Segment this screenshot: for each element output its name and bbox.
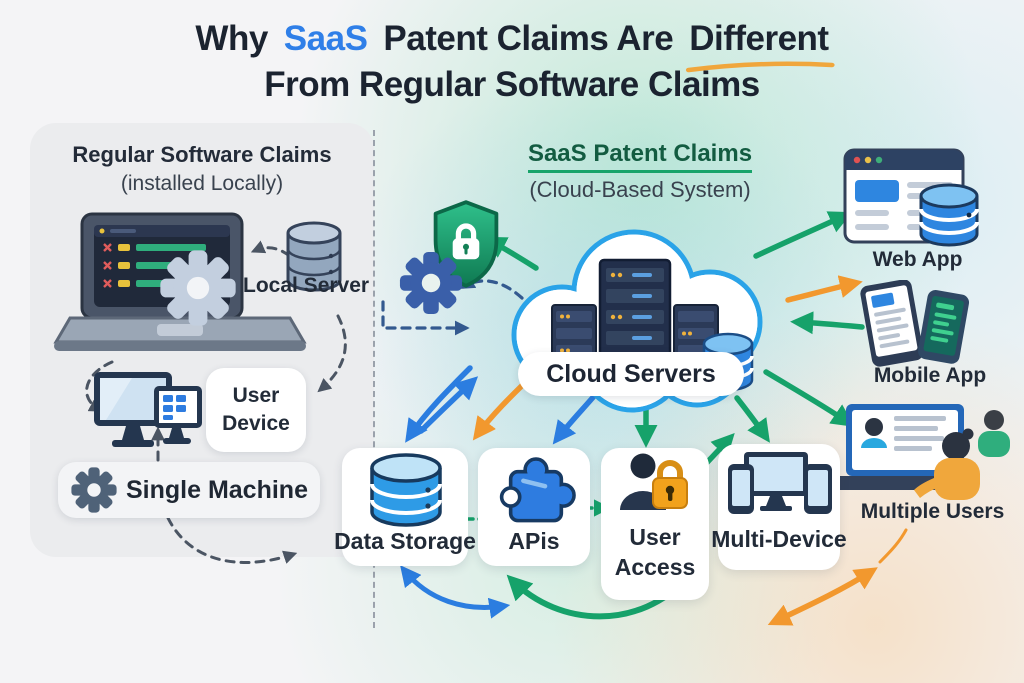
mobile-phones-icon <box>860 280 970 367</box>
section-divider <box>373 130 375 628</box>
right-section-heading-wrap: SaaS Patent Claims <box>470 140 810 173</box>
user-green-avatar <box>978 410 1010 457</box>
title-line2: From Regular Software Claims <box>264 65 760 104</box>
data-storage-label: Data Storage <box>334 528 476 554</box>
user-access-label: User Access <box>614 524 696 580</box>
api-puzzle-icon <box>499 457 576 523</box>
settings-gear-icon <box>399 251 463 315</box>
page-title: Why SaaS Patent Claims Are Different From R… <box>0 16 1024 108</box>
single-machine-gear-icon <box>71 467 117 513</box>
user-device-pill: User Device <box>206 368 306 452</box>
left-section-subheading: (installed Locally) <box>120 172 284 195</box>
mobile-app-label: Mobile App <box>873 364 987 387</box>
user-device-monitors-icon <box>94 372 202 447</box>
cloud-servers-label: Cloud Servers <box>546 359 716 388</box>
right-section-subheading: (Cloud-Based System) <box>529 177 751 202</box>
multi-device-icon <box>728 452 832 514</box>
web-app-browser-icon <box>843 148 979 247</box>
title-middle: Patent Claims Are <box>383 19 674 58</box>
orange-underline-swoosh <box>686 61 835 73</box>
user-device-label: User Device <box>222 384 290 435</box>
web-app-database-icon <box>919 183 979 247</box>
multiple-users-laptop-icon <box>836 404 1010 500</box>
title-underlined-word: Different <box>686 16 835 73</box>
laptop-icon <box>53 212 307 351</box>
local-server-label: Local Server <box>243 274 370 297</box>
left-section-heading: Regular Software Claims <box>72 142 332 167</box>
single-machine-label: Single Machine <box>126 476 308 504</box>
user-access-person-lock-icon <box>620 453 688 510</box>
code-gear-icon <box>160 250 236 326</box>
title-prefix: Why <box>195 19 268 58</box>
web-app-label: Web App <box>872 248 963 271</box>
user-orange-avatar <box>914 428 980 500</box>
title-highlight-saas: SaaS <box>283 19 368 58</box>
lock-icon <box>452 223 480 260</box>
data-storage-database-icon <box>370 453 442 527</box>
multiple-users-label: Multiple Users <box>860 500 1005 523</box>
multi-device-label: Multi-Device <box>711 526 847 552</box>
apis-label: APis <box>508 528 560 554</box>
right-section-heading: SaaS Patent Claims <box>527 140 753 173</box>
local-server-database-icon <box>286 221 342 292</box>
cloud-servers-pill: Cloud Servers <box>518 352 744 396</box>
title-underlined-text: Different <box>689 19 829 58</box>
